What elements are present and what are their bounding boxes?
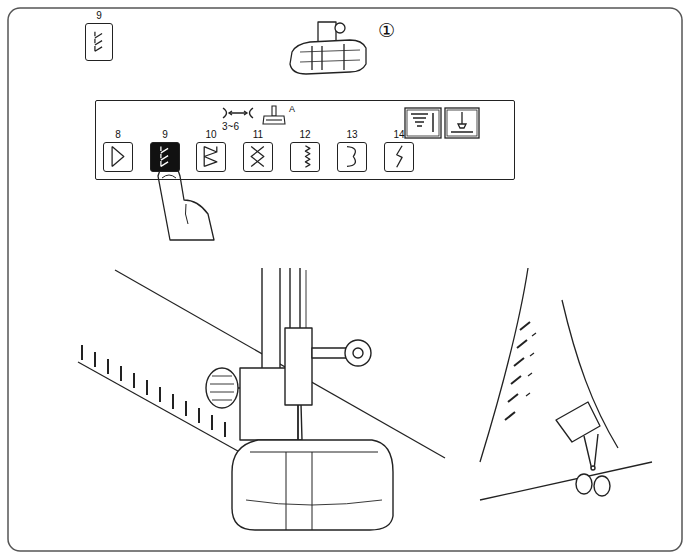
foot-letter: A	[289, 105, 295, 115]
callout-number: ①	[378, 20, 395, 41]
stitch-icon	[244, 143, 271, 170]
presser-foot-icon	[290, 22, 366, 74]
stitch-pattern	[305, 146, 310, 168]
stitch-icon	[197, 143, 224, 170]
stitch-selector: 9	[149, 129, 181, 172]
stitch-width-symbol	[223, 108, 253, 118]
stitch-number: 11	[242, 129, 274, 140]
frame	[8, 8, 682, 551]
width-range: 3~6	[222, 121, 239, 132]
finger-detail	[162, 175, 188, 224]
stitch-icon	[86, 24, 111, 59]
stitch-icon	[385, 143, 412, 170]
fabric-flap	[556, 402, 600, 442]
stitch-number: 14	[383, 129, 415, 140]
finger	[158, 166, 214, 240]
stitch-number: 9	[82, 10, 116, 21]
stitch-pattern	[204, 147, 217, 167]
stitch-icon	[291, 143, 318, 170]
stitch-pattern	[347, 147, 355, 167]
stitch-button	[337, 142, 367, 172]
foot-symbol	[263, 106, 285, 124]
stitch-number: 13	[336, 129, 368, 140]
stitch-pattern	[251, 147, 264, 167]
stitch-button	[290, 142, 320, 172]
blind-hem-stitches	[82, 345, 225, 437]
display-panel: 3~6 A 8 9 10 11 12 13 14	[95, 100, 515, 180]
stitch-button	[196, 142, 226, 172]
stitch-selector: 10	[195, 129, 227, 172]
stitch-button	[103, 142, 133, 172]
hem-fabric	[480, 268, 652, 500]
stitch-selector: 12	[289, 129, 321, 172]
stitch-button	[85, 23, 113, 61]
scissors	[576, 434, 610, 496]
stitch-number: 12	[289, 129, 321, 140]
stitch-selector: 8	[102, 129, 134, 172]
function-buttons	[405, 108, 479, 138]
stitch-selector: 9	[82, 10, 116, 61]
stitch-selector: 14	[383, 129, 415, 172]
stitch-selector: 11	[242, 129, 274, 172]
stitch-selector: 13	[336, 129, 368, 172]
stitch-pattern	[397, 146, 402, 168]
stitch-button	[384, 142, 414, 172]
stitch-pattern	[161, 147, 168, 167]
fabric-fold	[78, 362, 245, 455]
stitch-icon	[338, 143, 365, 170]
stitch-pattern	[95, 32, 102, 52]
stitch-icon	[104, 143, 131, 170]
stitch-number: 8	[102, 129, 134, 140]
stitch-icon	[151, 143, 178, 170]
stitch-button	[243, 142, 273, 172]
stitch-button	[150, 142, 180, 172]
stitch-number: 10	[195, 129, 227, 140]
stitch-pattern	[112, 147, 124, 167]
sewing-machine-foot	[206, 268, 393, 530]
stitch-number: 9	[149, 129, 181, 140]
hem-stitches	[505, 322, 536, 420]
